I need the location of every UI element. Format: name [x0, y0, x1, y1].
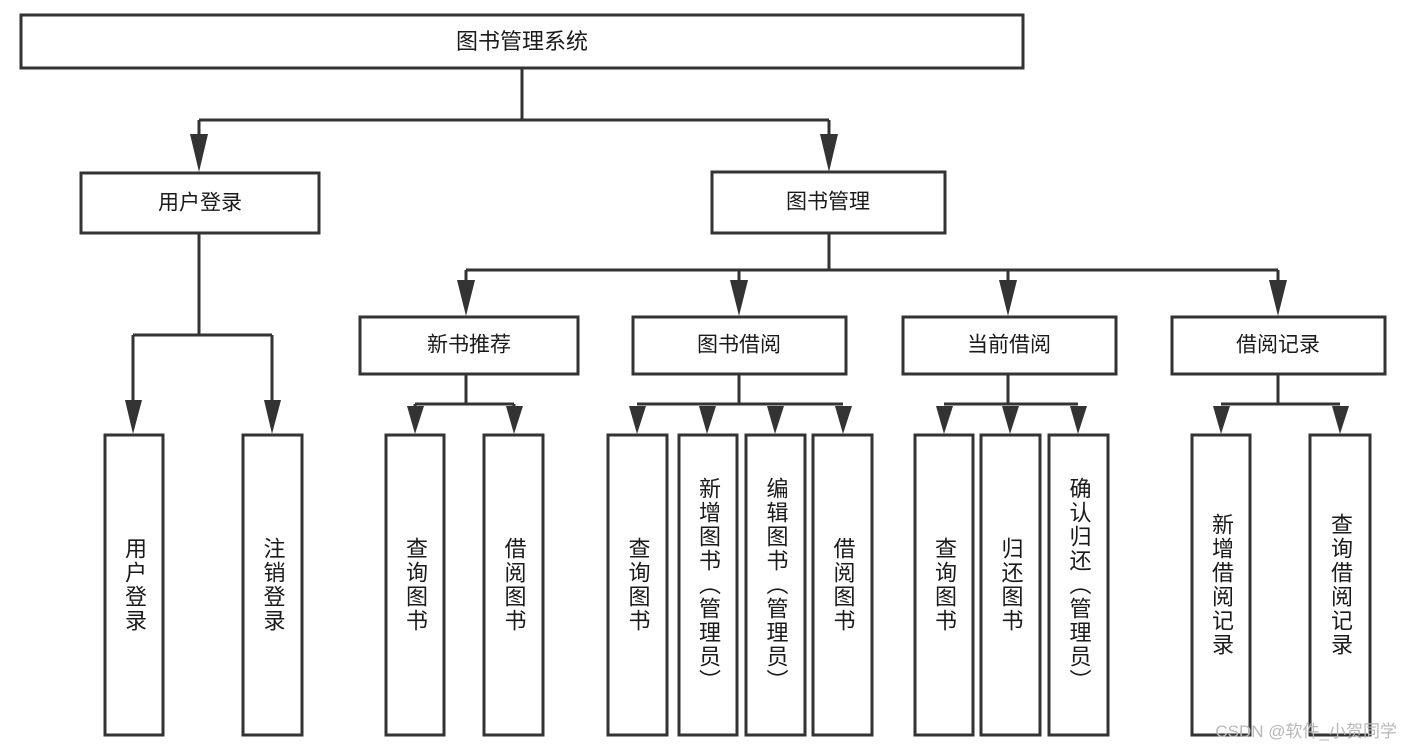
- node-book-manage-label: 图书管理: [786, 191, 870, 214]
- leaf-box-user-login[interactable]: [103, 433, 165, 737]
- node-new-book[interactable]: 新书推荐: [358, 315, 580, 376]
- leaf-node-group: [103, 433, 1372, 737]
- leaf-box-query-record[interactable]: [1308, 433, 1372, 737]
- leaf-box-add-book[interactable]: [677, 433, 739, 737]
- leaf-box-edit-book[interactable]: [744, 433, 807, 737]
- leaf-box-borrow-book-2[interactable]: [811, 433, 874, 737]
- node-book-borrow-box[interactable]: [631, 315, 848, 376]
- node-borrow-record[interactable]: 借阅记录: [1170, 315, 1387, 376]
- node-book-borrow-label: 图书借阅: [697, 334, 781, 357]
- edge-group-user-login: [125, 233, 281, 434]
- edge-group-book-borrow: [629, 374, 852, 434]
- arrow-head-leaf-query-book-1: [407, 406, 424, 434]
- node-borrow-record-label: 借阅记录: [1236, 334, 1320, 357]
- edge-group-current-borrow: [936, 374, 1087, 434]
- arrow-head-book-borrow: [730, 280, 748, 316]
- watermark-text: CSDN @软件_小贺同学: [1215, 722, 1397, 741]
- arrow-head-new-book: [457, 280, 475, 316]
- node-root[interactable]: 图书管理系统: [19, 13, 1025, 70]
- arrow-head-leaf-borrow-book-2: [835, 406, 852, 434]
- node-current-borrow[interactable]: 当前借阅: [901, 315, 1118, 376]
- arrow-head-leaf-query-record: [1332, 406, 1349, 434]
- leaf-box-query-book-2[interactable]: [606, 433, 669, 737]
- leaf-box-add-record[interactable]: [1190, 433, 1252, 737]
- edge-group-new-book: [407, 374, 523, 434]
- node-new-book-label: 新书推荐: [427, 334, 511, 357]
- node-current-borrow-label: 当前借阅: [967, 334, 1051, 357]
- edge-group-root: [190, 68, 838, 172]
- arrow-head-leaf-confirm-return: [1070, 406, 1087, 434]
- edge-group-book-manage: [457, 233, 1287, 316]
- node-current-borrow-box[interactable]: [901, 315, 1118, 376]
- arrow-head-leaf-add-record: [1213, 406, 1230, 434]
- arrow-head-leaf-return-book: [1002, 406, 1019, 434]
- edge-group-borrow-record: [1213, 374, 1349, 434]
- node-user-login-label: 用户登录: [158, 192, 242, 215]
- arrow-head-leaf-add-book: [699, 406, 716, 434]
- node-borrow-record-box[interactable]: [1170, 315, 1387, 376]
- arrow-head-leaf-borrow-book-1: [506, 406, 523, 434]
- node-user-login[interactable]: 用户登录: [79, 171, 321, 235]
- arrow-head-book-manage: [820, 134, 838, 172]
- leaf-box-query-book-1[interactable]: [384, 433, 446, 737]
- node-root-box[interactable]: [19, 13, 1025, 70]
- node-root-label: 图书管理系统: [456, 29, 588, 54]
- arrow-head-leaf-logout: [264, 400, 281, 434]
- leaf-box-query-book-3[interactable]: [913, 433, 975, 737]
- arrow-head-current-borrow: [999, 280, 1017, 316]
- leaf-box-logout[interactable]: [241, 433, 304, 737]
- leaf-box-return-book[interactable]: [979, 433, 1042, 737]
- arrow-head-user-login: [190, 134, 208, 172]
- arrow-head-leaf-query-book-3: [936, 406, 953, 434]
- arrow-head-leaf-query-book-2: [629, 406, 646, 434]
- node-book-borrow[interactable]: 图书借阅: [631, 315, 848, 376]
- node-user-login-box[interactable]: [79, 171, 321, 235]
- node-book-manage-box[interactable]: [710, 170, 947, 235]
- leaf-box-confirm-return[interactable]: [1047, 433, 1110, 737]
- arrow-head-borrow-record: [1269, 280, 1287, 316]
- leaf-box-borrow-book-1[interactable]: [482, 433, 545, 737]
- arrow-head-leaf-edit-book: [767, 406, 784, 434]
- node-new-book-box[interactable]: [358, 315, 580, 376]
- node-book-manage[interactable]: 图书管理: [710, 170, 947, 235]
- arrow-head-leaf-user-login: [125, 400, 142, 434]
